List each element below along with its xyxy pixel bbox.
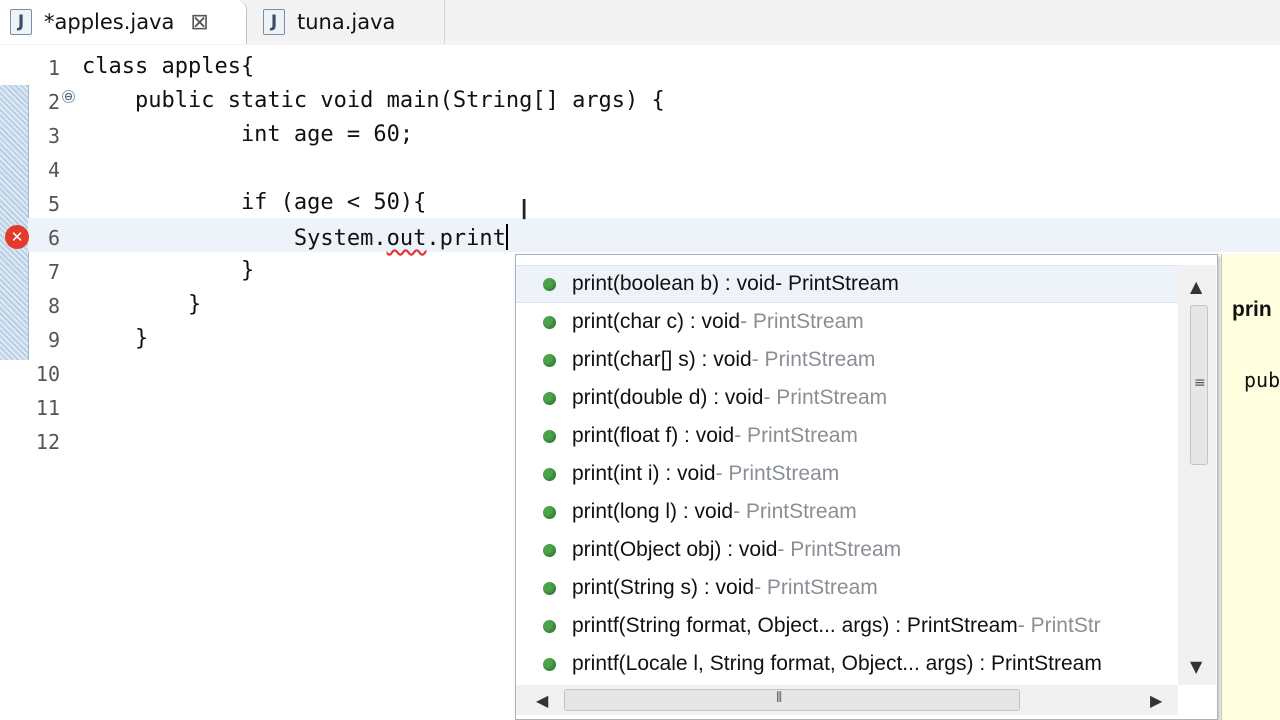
line-number: 7 — [47, 260, 60, 284]
editor-tab-bar: J *apples.java ⊠ J tuna.java — [0, 0, 1280, 46]
current-line-highlight — [28, 218, 1280, 252]
grip-icon: ⦀ — [776, 690, 783, 706]
tab-label: tuna.java — [297, 10, 396, 34]
javadoc-hover-panel: prin pub — [1221, 254, 1280, 720]
proposal-item[interactable]: print(double d) : void - PrintStream — [516, 379, 1178, 417]
code-line: if (age < 50){ — [82, 190, 427, 215]
code-line: class apples{ — [82, 54, 255, 79]
ibeam-cursor-icon: Ⅰ — [520, 193, 529, 226]
proposal-item[interactable]: print(boolean b) : void - PrintStream — [516, 265, 1178, 303]
code-text: print — [439, 226, 506, 251]
fold-collapse-icon[interactable]: ⊖ — [62, 90, 75, 103]
vertical-scrollbar[interactable]: ▲ ≡ ▼ — [1178, 265, 1216, 685]
public-method-icon — [543, 391, 556, 405]
code-line-current: System.out.print — [82, 224, 508, 251]
code-line: int age = 60; — [82, 122, 414, 147]
overview-ruler — [0, 85, 29, 360]
proposal-item[interactable]: print(char c) : void - PrintStream — [516, 303, 1178, 341]
line-number: 6 — [47, 226, 60, 250]
proposal-item[interactable]: printf(String format, Object... args) : … — [516, 607, 1178, 645]
public-method-icon — [543, 619, 556, 633]
public-method-icon — [543, 657, 556, 671]
proposal-item[interactable]: print(char[] s) : void - PrintStream — [516, 341, 1178, 379]
java-file-icon: J — [263, 9, 285, 35]
code-text: System. — [82, 226, 387, 251]
doc-title: prin — [1232, 298, 1272, 321]
tab-apples-java[interactable]: J *apples.java ⊠ — [0, 0, 247, 44]
content-assist-popup[interactable]: print(boolean b) : void - PrintStream pr… — [515, 254, 1218, 720]
text-caret — [505, 224, 508, 250]
line-number: 3 — [47, 124, 60, 148]
code-line: } — [82, 326, 149, 351]
public-method-icon — [543, 429, 556, 443]
scroll-right-icon[interactable]: ▶ — [1150, 691, 1163, 710]
proposal-item[interactable]: print(Object obj) : void - PrintStream — [516, 531, 1178, 569]
error-marker-icon[interactable]: ✕ — [5, 225, 29, 249]
proposal-item[interactable]: print(long l) : void - PrintStream — [516, 493, 1178, 531]
public-method-icon — [543, 543, 556, 557]
proposal-item[interactable]: print(String s) : void - PrintStream — [516, 569, 1178, 607]
scroll-down-icon[interactable]: ▼ — [1190, 657, 1203, 676]
public-method-icon — [543, 505, 556, 519]
line-number: 8 — [47, 294, 60, 318]
public-method-icon — [543, 277, 556, 291]
tab-label: *apples.java — [44, 10, 175, 34]
error-underline-out: out — [386, 226, 427, 251]
line-number: 11 — [35, 396, 60, 420]
proposal-item[interactable]: printf(Locale l, String format, Object..… — [516, 645, 1178, 683]
vertical-scroll-thumb[interactable] — [1190, 305, 1208, 465]
public-method-icon — [543, 581, 556, 595]
public-method-icon — [543, 467, 556, 481]
line-number: 2 — [47, 90, 60, 114]
line-number: 10 — [35, 362, 60, 386]
code-text: . — [426, 226, 440, 251]
horizontal-scroll-thumb[interactable] — [564, 689, 1020, 711]
code-line: public static void main(String[] args) { — [82, 88, 665, 113]
tab-tuna-java[interactable]: J tuna.java — [247, 0, 445, 44]
proposal-item[interactable]: print(float f) : void - PrintStream — [516, 417, 1178, 455]
scroll-left-icon[interactable]: ◀ — [536, 691, 549, 710]
code-line: } — [82, 292, 202, 317]
proposal-item[interactable]: print(int i) : void - PrintStream — [516, 455, 1178, 493]
line-number: 5 — [47, 192, 60, 216]
scroll-up-icon[interactable]: ▲ — [1190, 277, 1203, 296]
public-method-icon — [543, 353, 556, 367]
proposal-list[interactable]: print(boolean b) : void - PrintStream pr… — [516, 265, 1178, 685]
grip-icon: ≡ — [1194, 375, 1206, 391]
line-number: 4 — [47, 158, 60, 182]
java-file-icon: J — [10, 9, 32, 35]
code-line: } — [82, 258, 255, 283]
close-tab-icon[interactable]: ⊠ — [190, 9, 209, 35]
horizontal-scrollbar[interactable]: ◀ ⦀ ▶ — [516, 685, 1178, 715]
line-number: 12 — [35, 430, 60, 454]
line-number: 1 — [47, 56, 60, 80]
public-method-icon — [543, 315, 556, 329]
doc-signature: pub — [1244, 368, 1280, 392]
line-number: 9 — [47, 328, 60, 352]
